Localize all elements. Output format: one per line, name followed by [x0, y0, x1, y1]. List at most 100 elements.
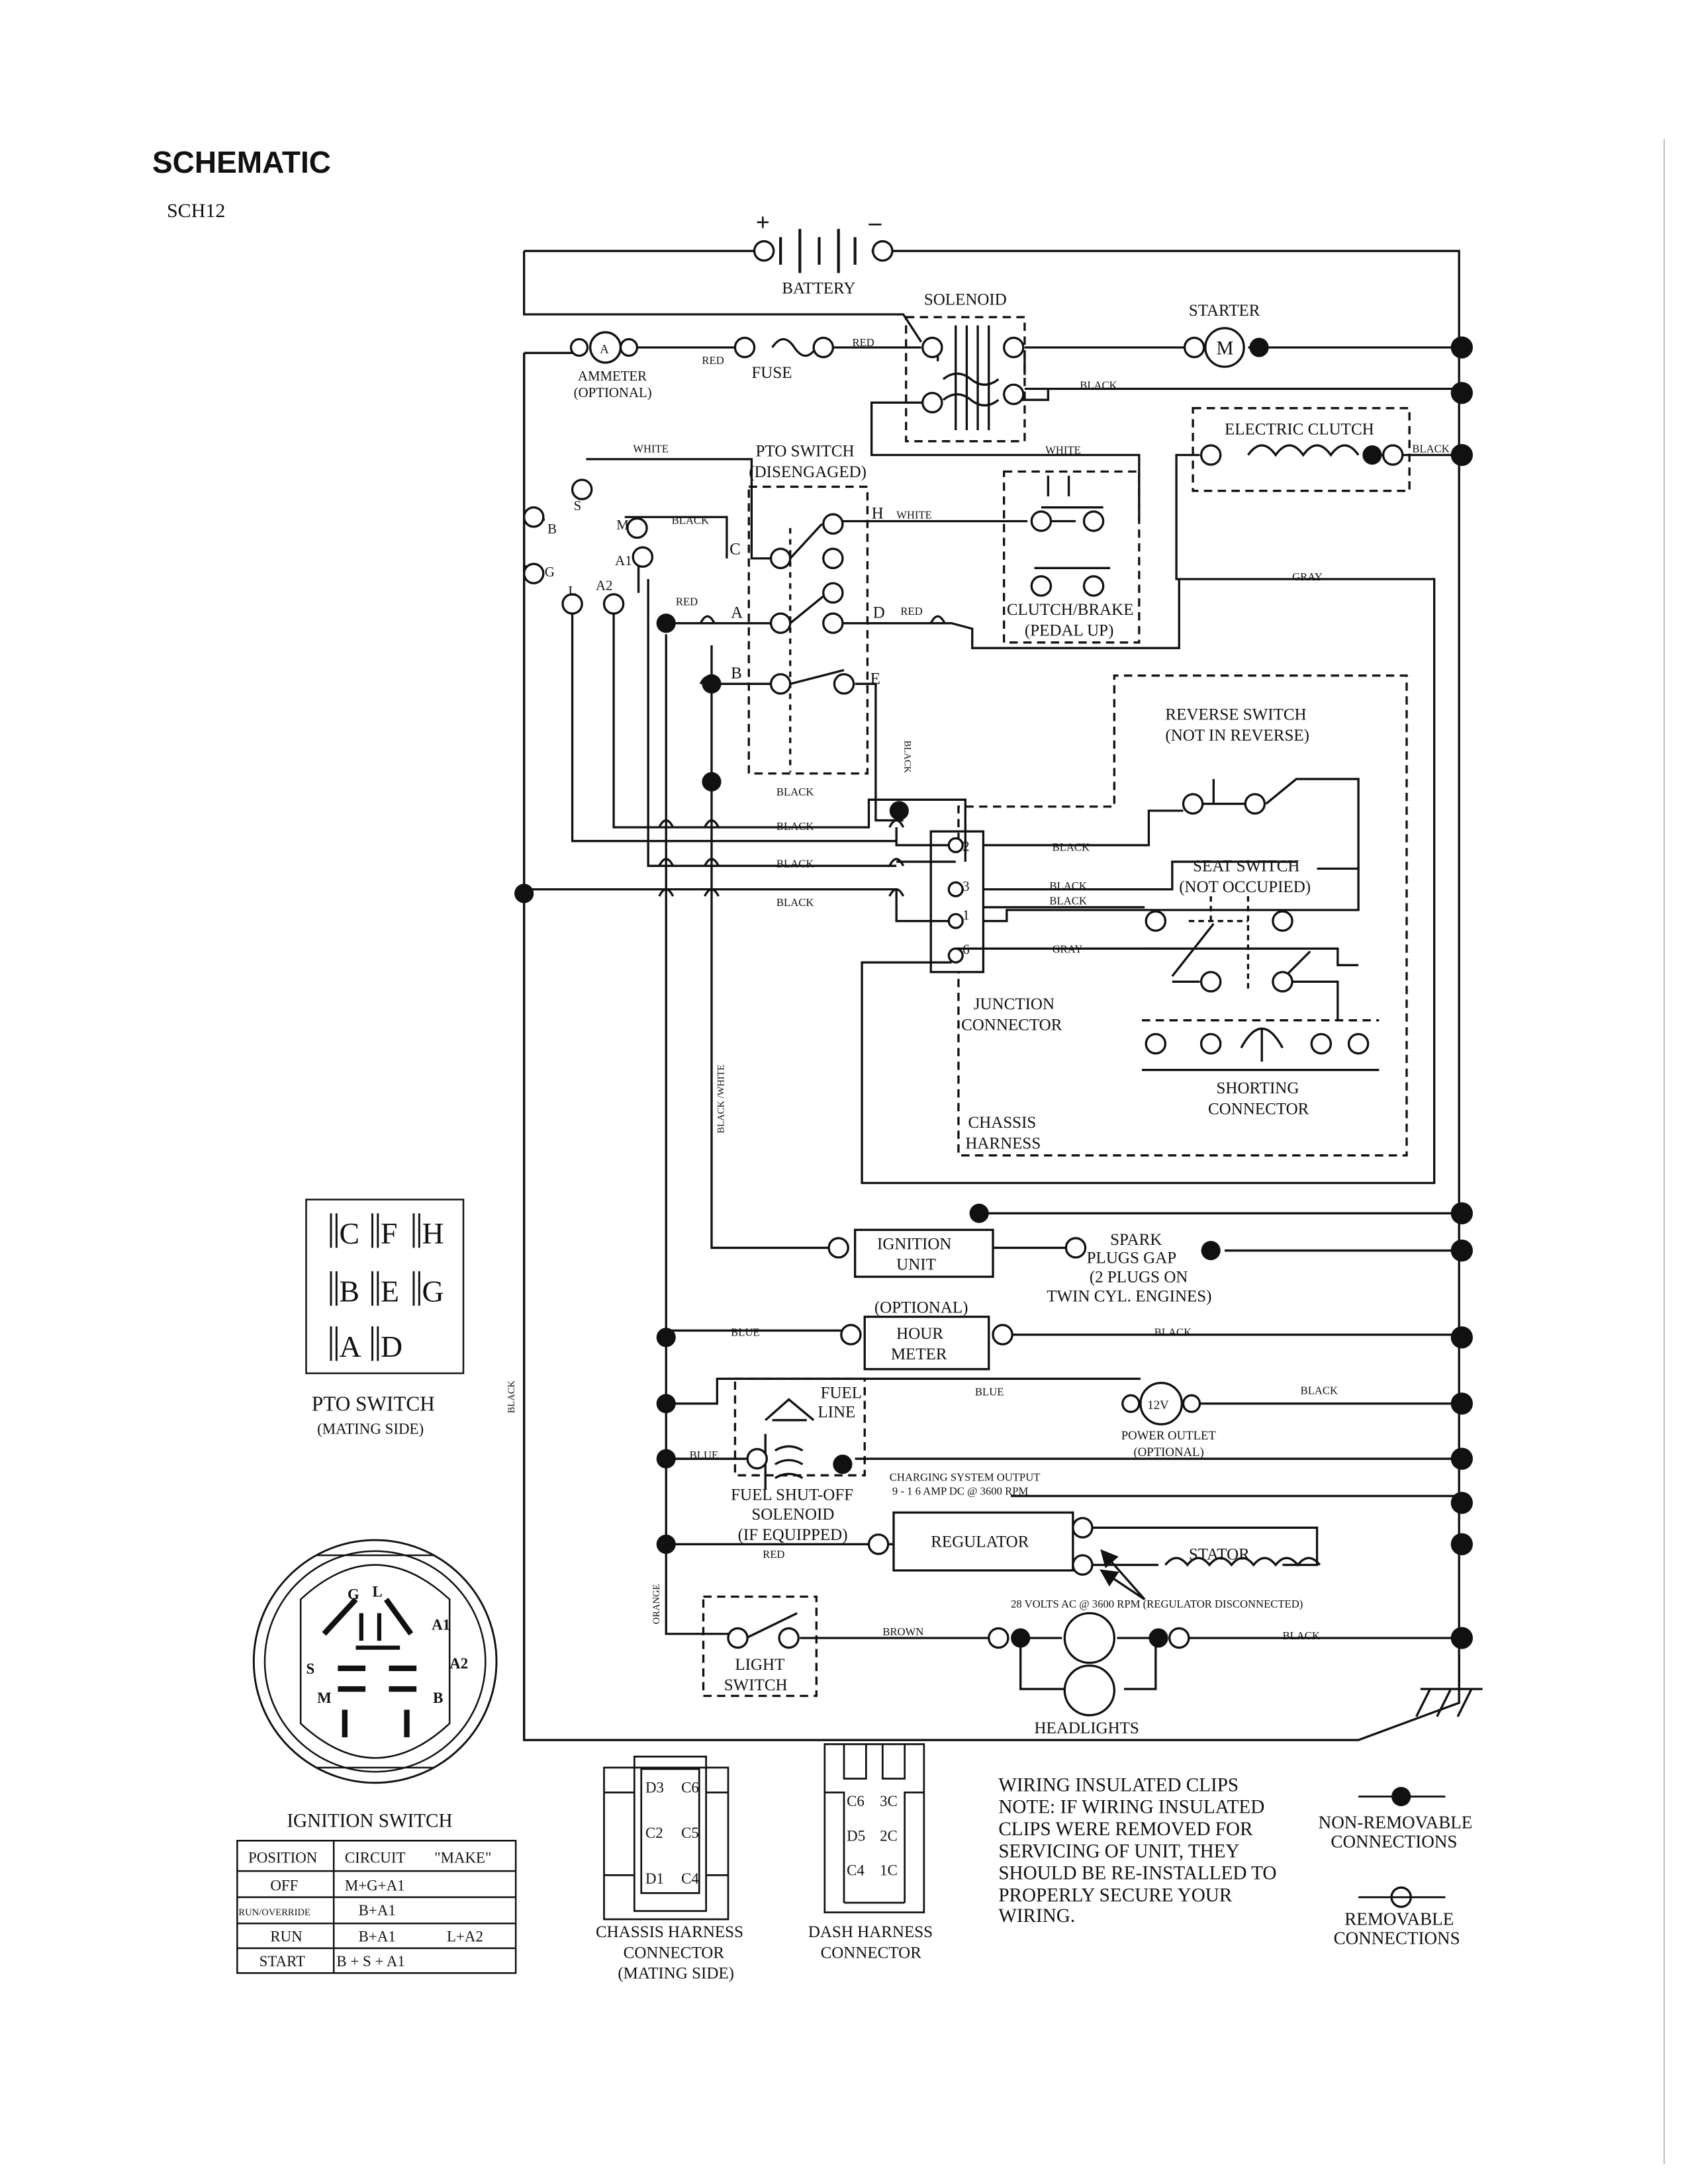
shorting-label: SHORTING	[1217, 1079, 1299, 1097]
chassis-pin-d1: D1	[645, 1870, 664, 1887]
stator-note: 28 VOLTS AC @ 3600 RPM (REGULATOR DISCON…	[1011, 1598, 1303, 1610]
light-switch-label-2: SWITCH	[724, 1676, 788, 1694]
seat-switch-label: SEAT SWITCH	[1193, 858, 1299, 876]
pto-switch-label: PTO SWITCH	[756, 443, 855, 461]
regulator-label: REGULATOR	[931, 1533, 1029, 1551]
note-line-1: WIRING INSULATED CLIPS	[998, 1774, 1239, 1796]
legend-removable-1: REMOVABLE	[1344, 1909, 1454, 1929]
pto-terminal-c: C	[729, 540, 741, 558]
fuel-solenoid-label-2: SOLENOID	[751, 1506, 834, 1524]
ign-row-run-position: RUN	[270, 1928, 303, 1944]
clutch-brake-label: CLUTCH/BRAKE	[1007, 601, 1134, 619]
fuel-solenoid-label-1: FUEL SHUT-OFF	[731, 1486, 853, 1504]
ign-face-a2: A2	[449, 1655, 468, 1672]
wire-black-left: BLACK	[506, 1381, 517, 1414]
headlight-symbol	[1063, 1664, 1116, 1717]
chassis-pin-c2: C2	[645, 1825, 663, 1841]
pto-pin-c: C	[340, 1216, 360, 1250]
dash-pin-3c: 3C	[880, 1793, 898, 1809]
wire-red-5: RED	[763, 1548, 784, 1561]
wire-black-4: BLACK	[776, 786, 814, 798]
pto-pin-g: G	[422, 1275, 444, 1308]
pto-terminal-h: H	[872, 504, 884, 522]
fuel-line-label: FUEL	[821, 1385, 863, 1402]
page-edge-line	[1664, 139, 1665, 2164]
ign-face-l: L	[373, 1584, 383, 1600]
wire-black-11: BLACK	[1154, 1326, 1192, 1339]
chassis-pin-d3: D3	[645, 1779, 664, 1796]
fuse-symbol	[771, 338, 818, 357]
ign-terminal-a1: A1	[615, 553, 632, 569]
charging-label-2: 9 - 1 6 AMP DC @ 3600 RPM	[892, 1484, 1029, 1497]
light-switch-label: LIGHT	[735, 1656, 784, 1674]
chassis-pin-c6: C6	[681, 1779, 699, 1796]
wire-black-10: BLACK	[1049, 895, 1086, 907]
spark-label-3: (2 PLUGS ON	[1090, 1269, 1188, 1287]
reverse-switch-label: REVERSE SWITCH	[1165, 706, 1306, 724]
battery-label: BATTERY	[782, 280, 855, 298]
note-line-7: WIRING.	[998, 1905, 1075, 1927]
ign-row-start-circuit: B + S + A1	[336, 1953, 404, 1970]
clutch-coil	[1247, 444, 1360, 457]
ign-face-m: M	[317, 1690, 332, 1706]
junction-pin-6: 6	[962, 942, 969, 958]
wire-white-1: WHITE	[633, 442, 669, 455]
ground-symbol	[1415, 1655, 1483, 1717]
pto-terminal-e: E	[870, 670, 880, 688]
ign-row-run-circuit: B+A1	[359, 1928, 396, 1944]
wire-black-12: BLACK	[1301, 1384, 1338, 1396]
fuel-shutoff-box	[733, 1377, 866, 1477]
dash-connector-label-1: DASH HARNESS	[808, 1923, 933, 1941]
pto-pin-a: A	[340, 1330, 361, 1363]
ammeter-symbol-text: A	[600, 342, 609, 356]
dash-pin-1c: 1C	[880, 1862, 898, 1878]
wire-black-8: BLACK	[1053, 841, 1090, 853]
chassis-pin-c4: C4	[681, 1870, 699, 1887]
ignition-table	[236, 1840, 517, 1974]
reverse-switch-state: (NOT IN REVERSE)	[1165, 727, 1309, 745]
ign-terminal-m: M	[616, 517, 629, 533]
legend-nonremovable-2: CONNECTIONS	[1331, 1832, 1457, 1852]
power-outlet-note: (OPTIONAL)	[1134, 1445, 1204, 1459]
power-outlet-label: POWER OUTLET	[1121, 1429, 1217, 1443]
ignition-switch-label: IGNITION SWITCH	[287, 1810, 452, 1831]
wire-brown: BROWN	[882, 1625, 923, 1638]
ign-row-off-position: OFF	[270, 1877, 298, 1893]
pto-mating-label: PTO SWITCH	[312, 1392, 435, 1415]
wire-red-4: RED	[900, 605, 922, 617]
note-line-4: SERVICING OF UNIT, THEY	[998, 1841, 1239, 1862]
ign-face-b: B	[433, 1690, 443, 1706]
legend-nonremovable-line	[1358, 1796, 1446, 1899]
power-outlet-symbol	[1139, 1381, 1184, 1426]
fuel-solenoid-label-3: (IF EQUIPPED)	[738, 1526, 848, 1544]
pto-pin-f: F	[381, 1216, 398, 1250]
wire-gray-1: GRAY	[1292, 570, 1323, 583]
spark-label-1: SPARK	[1110, 1231, 1162, 1249]
pto-terminal-a: A	[731, 604, 743, 621]
note-line-6: PROPERLY SECURE YOUR	[998, 1885, 1233, 1906]
dash-pin-2c: 2C	[880, 1827, 898, 1844]
dash-pin-c4: C4	[847, 1862, 865, 1878]
junction-pin-1: 1	[962, 907, 969, 923]
ign-row-run-make: L+A2	[447, 1928, 483, 1944]
starter-symbol	[1204, 327, 1245, 368]
electric-clutch-box	[1192, 407, 1411, 492]
ign-row-off-circuit: M+G+A1	[345, 1877, 405, 1893]
electric-clutch-label: ELECTRIC CLUTCH	[1225, 420, 1374, 438]
chassis-harness-label-2: HARNESS	[965, 1134, 1041, 1152]
ign-row-start-position: START	[259, 1953, 305, 1970]
ign-table-header-circuit: CIRCUIT	[345, 1850, 406, 1866]
pto-terminal-d: D	[873, 604, 885, 621]
pto-terminal-b: B	[731, 664, 742, 682]
hour-meter-note: (OPTIONAL)	[874, 1298, 968, 1316]
wire-blue-3: BLUE	[690, 1449, 719, 1461]
ammeter-label: AMMETER	[578, 368, 647, 384]
junction-pin-3: 3	[962, 878, 969, 894]
headlight-symbol	[1063, 1612, 1116, 1664]
ignition-unit-label-2: UNIT	[896, 1256, 936, 1274]
ammeter-note: (OPTIONAL)	[574, 385, 652, 400]
hour-meter-label-2: METER	[891, 1345, 947, 1363]
red-feed-line	[523, 346, 921, 504]
dash-pin-d5: D5	[847, 1827, 865, 1844]
wire-black-6: BLACK	[776, 857, 814, 870]
